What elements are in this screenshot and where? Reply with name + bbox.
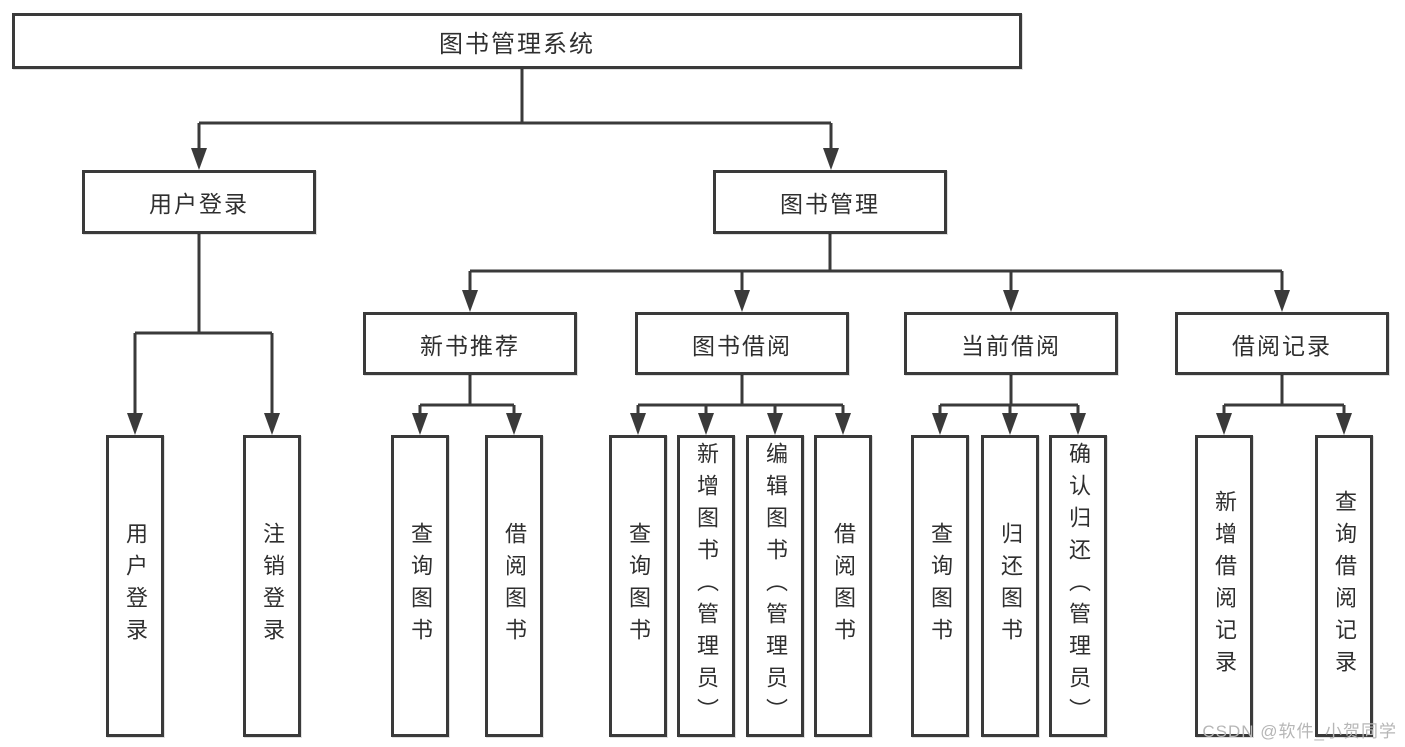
leaf-query-books-borrow: 查询图书 xyxy=(609,435,667,737)
node-book-management: 图书管理 xyxy=(713,170,947,234)
node-current-borrowing: 当前借阅 xyxy=(904,312,1118,375)
leaf-query-books-recommend-label: 查询图书 xyxy=(408,522,433,650)
node-borrowing-records-label: 借阅记录 xyxy=(1232,332,1332,359)
leaf-add-books-admin: 新增图书（管理员） xyxy=(677,435,735,737)
leaf-confirm-return-admin-label: 确认归还（管理员） xyxy=(1066,442,1091,730)
csdn-watermark: CSDN @软件_小贺同学 xyxy=(1202,722,1397,741)
node-root-label: 图书管理系统 xyxy=(439,30,595,58)
node-book-management-label: 图书管理 xyxy=(780,191,880,217)
node-user-login-label: 用户登录 xyxy=(149,191,249,217)
leaf-logout-login-label: 注销登录 xyxy=(260,522,285,650)
node-borrowing-records: 借阅记录 xyxy=(1175,312,1389,375)
leaf-query-books-recommend: 查询图书 xyxy=(391,435,449,737)
node-root-system: 图书管理系统 xyxy=(12,13,1022,69)
leaf-borrow-books-borrow: 借阅图书 xyxy=(814,435,872,737)
arrowheads xyxy=(127,148,1352,435)
node-book-borrowing: 图书借阅 xyxy=(635,312,849,375)
leaf-borrow-books-borrow-label: 借阅图书 xyxy=(831,522,856,650)
leaf-query-borrow-record-label: 查询借阅记录 xyxy=(1332,490,1357,682)
leaf-borrow-books-recommend-label: 借阅图书 xyxy=(502,522,527,650)
leaf-logout-login: 注销登录 xyxy=(243,435,301,737)
leaf-return-books: 归还图书 xyxy=(981,435,1039,737)
leaf-return-books-label: 归还图书 xyxy=(998,522,1023,650)
leaf-edit-books-admin: 编辑图书（管理员） xyxy=(746,435,804,737)
node-current-borrowing-label: 当前借阅 xyxy=(961,332,1061,359)
node-book-borrowing-label: 图书借阅 xyxy=(692,332,792,359)
leaf-add-books-admin-label: 新增图书（管理员） xyxy=(694,442,719,730)
leaf-edit-books-admin-label: 编辑图书（管理员） xyxy=(763,442,788,730)
node-new-book-recommend-label: 新书推荐 xyxy=(420,332,520,359)
leaf-query-books-current: 查询图书 xyxy=(911,435,969,737)
leaf-user-login: 用户登录 xyxy=(106,435,164,737)
node-new-book-recommend: 新书推荐 xyxy=(363,312,577,375)
leaf-borrow-books-recommend: 借阅图书 xyxy=(485,435,543,737)
leaf-add-borrow-record: 新增借阅记录 xyxy=(1195,435,1253,737)
leaf-query-books-borrow-label: 查询图书 xyxy=(626,522,651,650)
leaf-confirm-return-admin: 确认归还（管理员） xyxy=(1049,435,1107,737)
node-user-login: 用户登录 xyxy=(82,170,316,234)
leaf-query-borrow-record: 查询借阅记录 xyxy=(1315,435,1373,737)
leaf-query-books-current-label: 查询图书 xyxy=(928,522,953,650)
leaf-user-login-label: 用户登录 xyxy=(123,522,148,650)
leaf-add-borrow-record-label: 新增借阅记录 xyxy=(1212,490,1237,682)
